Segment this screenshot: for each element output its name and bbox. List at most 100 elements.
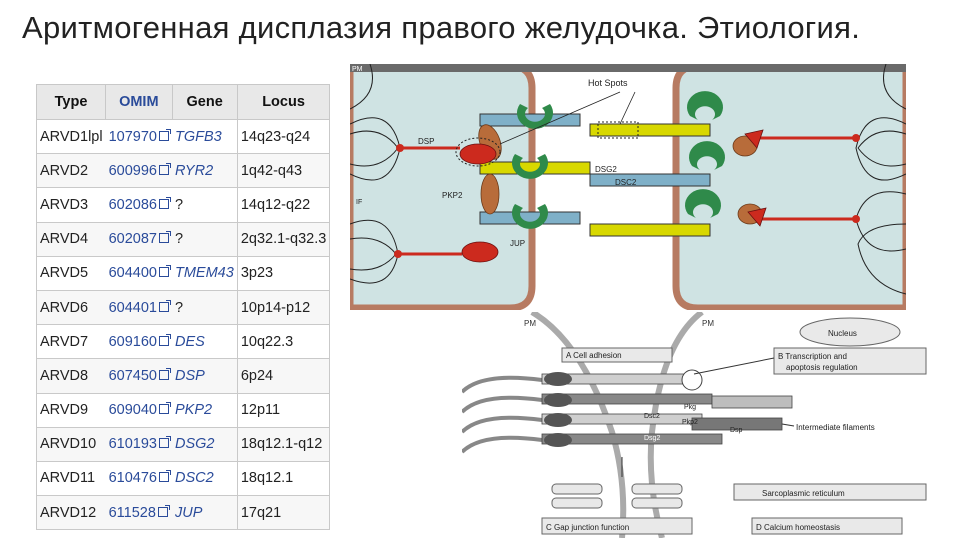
desmosome-diagram: PM bbox=[350, 64, 906, 310]
row-type: ARVD2 bbox=[35, 153, 106, 189]
external-link-icon[interactable] bbox=[159, 196, 171, 209]
row-omim-link[interactable]: 610193 bbox=[105, 426, 172, 462]
row-gene-link[interactable]: JUP bbox=[172, 495, 238, 531]
row-locus: 18q12.1 bbox=[237, 460, 331, 497]
row-type: ARVD4 bbox=[35, 221, 106, 257]
box-calcium bbox=[751, 517, 903, 535]
if-label: IF bbox=[356, 199, 362, 206]
hot-spot-box bbox=[597, 121, 639, 139]
dsp-proteins bbox=[459, 129, 767, 263]
external-link-icon[interactable] bbox=[159, 402, 171, 415]
row-locus: 10p14-p12 bbox=[237, 289, 331, 326]
row-gene-link: ? bbox=[172, 221, 238, 257]
connecting-bars bbox=[541, 373, 793, 445]
label-gap-junction: C Gap junction function bbox=[546, 523, 629, 532]
row-omim-link[interactable]: 609040 bbox=[105, 392, 172, 428]
row-omim-link[interactable]: 604401 bbox=[105, 289, 172, 326]
external-link-icon[interactable] bbox=[159, 333, 171, 346]
box-cell-adhesion bbox=[561, 347, 673, 363]
dsp-end-dots bbox=[394, 134, 860, 258]
row-locus: 6p24 bbox=[237, 358, 331, 394]
row-gene-link: ? bbox=[172, 187, 238, 223]
row-locus: 14q23-q24 bbox=[237, 118, 331, 155]
arvc-pathways-diagram: PM PM A Cell adhesion N bbox=[462, 312, 930, 538]
pkp2-label: PKP2 bbox=[442, 191, 463, 200]
row-gene-link[interactable]: DSP bbox=[172, 358, 238, 394]
table-header-row: Type OMIM Gene Locus bbox=[35, 84, 331, 120]
row-gene-link[interactable]: DSG2 bbox=[172, 426, 238, 462]
row-type: ARVD7 bbox=[35, 324, 106, 360]
row-omim-link[interactable]: 607450 bbox=[105, 358, 172, 394]
left-filament-arcs bbox=[462, 375, 543, 454]
row-gene-link[interactable]: TMEM43 bbox=[172, 255, 238, 291]
row-gene-link[interactable]: DES bbox=[172, 324, 238, 360]
external-link-icon[interactable] bbox=[159, 162, 171, 175]
row-locus: 2q32.1-q32.3 bbox=[237, 221, 331, 257]
label-cell-adhesion: A Cell adhesion bbox=[566, 351, 622, 360]
label-nucleus: Nucleus bbox=[828, 329, 857, 338]
row-omim-link[interactable]: 602086 bbox=[105, 187, 172, 223]
external-link-icon[interactable] bbox=[159, 128, 171, 141]
jup-proteins bbox=[512, 91, 725, 229]
box-sarcoplasmic bbox=[733, 483, 927, 501]
pathway-arrows bbox=[693, 357, 795, 427]
hot-spot-circle bbox=[455, 137, 501, 167]
label-calcium: D Calcium homeostasis bbox=[756, 523, 840, 532]
jup-label: JUP bbox=[510, 239, 525, 248]
row-type: ARVD5 bbox=[35, 255, 106, 291]
plaque-proteins bbox=[544, 372, 572, 447]
row-gene-link[interactable]: TGFB3 bbox=[172, 118, 238, 155]
row-gene-link[interactable]: DSC2 bbox=[172, 460, 238, 497]
hot-spot-line-1 bbox=[499, 91, 621, 145]
cadherin-bars bbox=[479, 113, 711, 237]
row-locus: 12p11 bbox=[237, 392, 331, 428]
row-omim-link[interactable]: 600996 bbox=[105, 153, 172, 189]
pm-left-label: PM bbox=[524, 319, 536, 328]
box-transcription bbox=[773, 347, 927, 375]
row-type: ARVD3 bbox=[35, 187, 106, 223]
row-locus: 10q22.3 bbox=[237, 324, 331, 360]
row-omim-link[interactable]: 604400 bbox=[105, 255, 172, 291]
header-type: Type bbox=[35, 84, 107, 120]
label-intermediate-filaments: Intermediate filaments bbox=[796, 423, 875, 432]
label-pkg: Pkg bbox=[684, 404, 696, 411]
row-omim-link[interactable]: 107970 bbox=[105, 118, 172, 155]
external-link-icon[interactable] bbox=[159, 265, 171, 278]
external-link-icon[interactable] bbox=[157, 504, 170, 517]
external-link-icon[interactable] bbox=[159, 299, 171, 312]
row-type: ARVD6 bbox=[35, 289, 106, 326]
row-type: ARVD10 bbox=[35, 426, 106, 462]
row-gene-link[interactable]: PKP2 bbox=[172, 392, 238, 428]
row-type: ARVD11 bbox=[35, 460, 106, 497]
row-omim-link[interactable]: 610476 bbox=[105, 460, 172, 497]
row-omim-link[interactable]: 609160 bbox=[105, 324, 172, 360]
pkg-protein bbox=[681, 369, 703, 391]
row-locus: 3p23 bbox=[237, 255, 331, 291]
external-link-icon[interactable] bbox=[159, 367, 171, 380]
pm-right-label: PM bbox=[702, 319, 714, 328]
label-dsp: Dsp bbox=[730, 427, 743, 434]
external-link-icon[interactable] bbox=[159, 436, 171, 449]
box-gap-junction bbox=[541, 517, 693, 535]
row-omim-link[interactable]: 611528 bbox=[105, 495, 172, 531]
gap-junctions bbox=[551, 483, 683, 509]
pm-label-top: PM bbox=[352, 66, 363, 73]
row-omim-link[interactable]: 602087 bbox=[105, 221, 172, 257]
external-link-icon[interactable] bbox=[159, 231, 171, 244]
page-title: Аритмогенная дисплазия правого желудочка… bbox=[22, 10, 861, 45]
dsp-filaments bbox=[398, 136, 856, 256]
row-gene-link[interactable]: RYR2 bbox=[172, 153, 238, 189]
row-type: ARVD12 bbox=[35, 495, 106, 531]
external-link-icon[interactable] bbox=[159, 470, 171, 483]
